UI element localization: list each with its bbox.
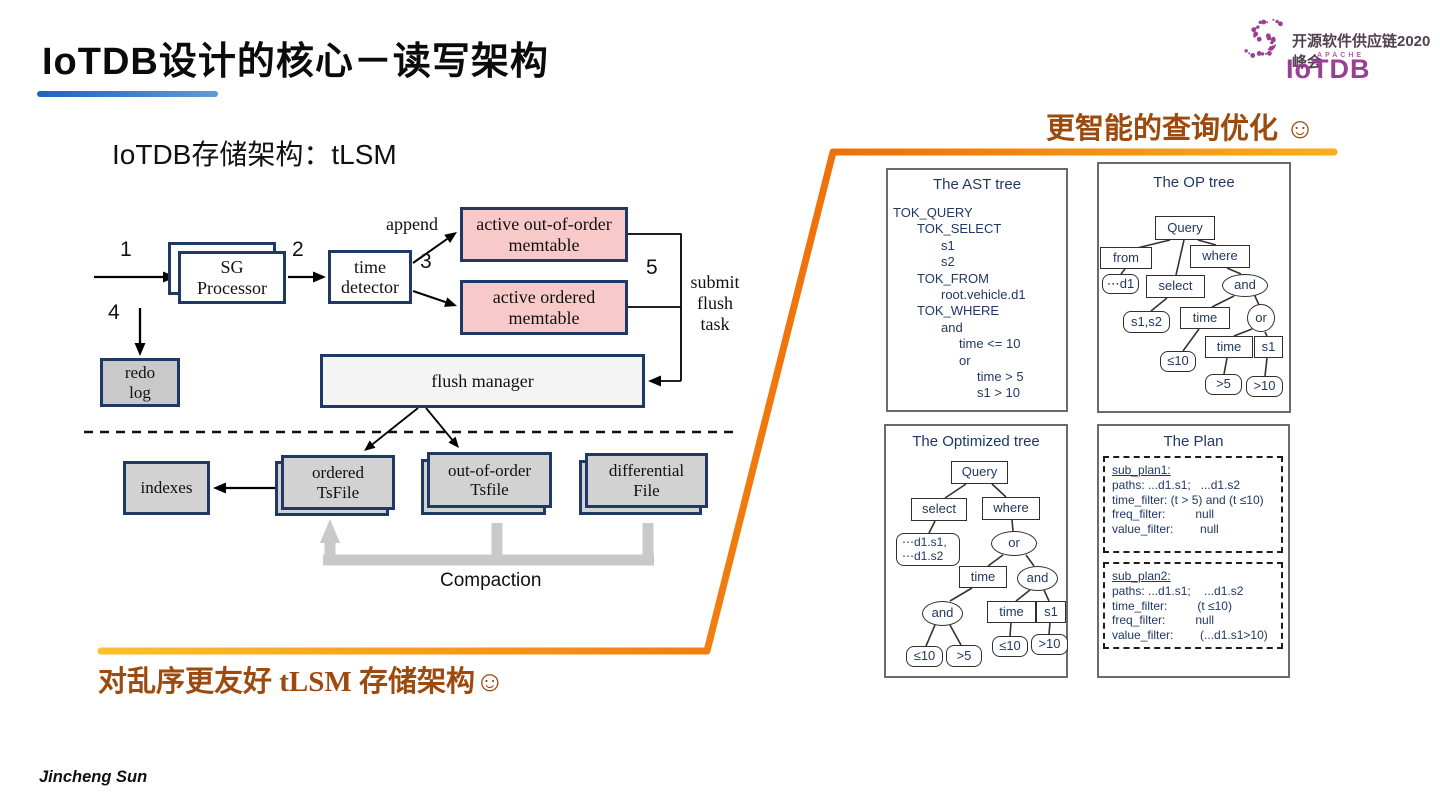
ast-line-3: s2: [941, 254, 955, 270]
submit-flush-task-label: submit flush task: [690, 272, 740, 335]
optimized-panel-title: The Optimized tree: [912, 433, 1040, 450]
ast-line-1: TOK_SELECT: [917, 221, 1002, 237]
sub-plan-1-line-0: sub_plan1:: [1112, 463, 1171, 477]
active-ordered-memtable: active ordered memtable: [460, 280, 628, 335]
opt-le10-right: ≤10: [992, 636, 1028, 657]
step-1: 1: [120, 238, 132, 261]
active-out-of-order-memtable: active out-of-order memtable: [460, 207, 628, 262]
out-of-order-tsfile: out-of-order Tsfile: [427, 452, 552, 508]
opt-where: where: [982, 497, 1040, 520]
op-gt5: >5: [1205, 374, 1242, 395]
ast-line-7: and: [941, 319, 963, 335]
iotdb-logo-text: IoTDB: [1286, 54, 1371, 84]
differential-file: differential File: [585, 453, 708, 508]
sub-plan-2-line-1: paths: ...d1.s1; ...d1.s2: [1112, 583, 1244, 598]
op-s1s2: s1,s2: [1123, 311, 1170, 333]
author-name: Jincheng Sun: [39, 768, 148, 786]
arrow-4-head: [134, 343, 146, 356]
step-3: 3: [420, 250, 432, 273]
opt-d1pair: ⋯d1.s1, ⋯d1.s2: [896, 533, 960, 566]
opt-and-left: and: [922, 601, 963, 626]
sub-plan-1-line-2: time_filter: (t > 5) and (t ≤10): [1112, 492, 1264, 507]
arrow-5-into-flush-head: [648, 375, 661, 387]
op-s1: s1: [1254, 336, 1283, 358]
opt-time2: time: [987, 601, 1036, 623]
ordered-tsfile: ordered TsFile: [281, 455, 395, 510]
op-gt10: >10: [1246, 376, 1283, 397]
sg-processor: SG Processor: [178, 251, 286, 304]
flush-manager: flush manager: [320, 354, 645, 408]
compaction-arrow-head: [319, 519, 341, 543]
sub-plan-2-line-2: time_filter: (t ≤10): [1112, 598, 1232, 613]
op-and: and: [1222, 274, 1268, 297]
ast-line-4: TOK_FROM: [917, 270, 989, 286]
ast-line-8: time <= 10: [959, 336, 1021, 352]
sub-plan-1-line-1: paths: ...d1.s1; ...d1.s2: [1112, 477, 1241, 492]
query-optimization-caption: 更智能的查询优化 ☺: [1046, 113, 1315, 145]
op-le10: ≤10: [1160, 351, 1196, 372]
storage-architecture-subtitle: IoTDB存储架构：tLSM: [112, 139, 397, 170]
ast-line-6: TOK_WHERE: [917, 303, 1000, 319]
arrow-flush-to-ordered: [372, 407, 419, 445]
sub-plan-2-line-4: value_filter: (...d1.s1>10): [1112, 628, 1268, 643]
append-label: append: [386, 214, 438, 234]
op-query: Query: [1155, 216, 1215, 240]
opt-select: select: [911, 498, 967, 521]
step-4: 4: [108, 301, 120, 324]
ast-line-0: TOK_QUERY: [893, 205, 973, 220]
arrow-tsfile-to-indexes-head: [213, 482, 226, 494]
opt-and-right: and: [1017, 566, 1058, 591]
ast-line-2: s1: [941, 237, 955, 253]
iotdb-starburst-icon: [1244, 18, 1283, 58]
op-select: select: [1146, 275, 1205, 298]
summit-logo-text: 开源软件供应链2020峰会: [1292, 33, 1431, 71]
indexes: indexes: [123, 461, 210, 515]
ast-line-9: or: [959, 352, 971, 368]
opt-gt10: >10: [1031, 634, 1068, 655]
opt-time: time: [959, 566, 1007, 588]
page-title: IoTDB设计的核心－读写架构: [42, 41, 549, 83]
op-from: from: [1100, 247, 1152, 269]
opt-or: or: [991, 531, 1037, 556]
arrow-flush-to-ordered-head: [364, 440, 376, 451]
op-time: time: [1180, 307, 1230, 329]
opt-query: Query: [951, 461, 1008, 484]
sub-plan-1-line-3: freq_filter: null: [1112, 507, 1215, 522]
op-where: where: [1190, 245, 1250, 268]
arrow-3-head: [444, 297, 457, 307]
arrow-2-head: [313, 271, 326, 283]
opt-s1: s1: [1036, 601, 1066, 623]
compaction-label: Compaction: [440, 570, 542, 591]
arrow-append-head: [444, 232, 457, 244]
apache-label: APACHE: [1317, 52, 1365, 59]
sub-plan-2-line-0: sub_plan2:: [1112, 569, 1171, 583]
title-underline: [37, 91, 218, 97]
op-or: or: [1247, 304, 1275, 332]
summit-logo: 开源软件供应链2020峰会 APACHE IoTDB: [1240, 10, 1435, 88]
arrow-flush-to-ooo-head: [448, 436, 459, 448]
step-2: 2: [292, 238, 304, 261]
arrow-flush-to-ooo: [425, 407, 453, 441]
redo-log: redo log: [100, 358, 180, 407]
sub-plan-1-line-4: value_filter: null: [1112, 522, 1219, 537]
plan-panel-title: The Plan: [1163, 433, 1224, 450]
time-detector: time detector: [328, 250, 412, 304]
sub-plan-2-line-3: freq_filter: null: [1112, 613, 1215, 628]
ast-line-5: root.vehicle.d1: [941, 287, 1026, 302]
ast-line-11: s1 > 10: [977, 385, 1021, 401]
op-time2: time: [1205, 336, 1253, 358]
op-panel-title: The OP tree: [1153, 174, 1235, 191]
opt-gt5: >5: [946, 645, 982, 667]
step-5: 5: [646, 256, 658, 279]
arrow-3: [412, 290, 446, 304]
tlsm-caption: 对乱序更友好 tLSM 存储架构☺: [98, 666, 505, 698]
op-d1: ⋯d1: [1102, 274, 1139, 294]
ast-line-10: time > 5: [977, 369, 1024, 384]
opt-le10-left: ≤10: [906, 646, 943, 667]
ast-panel-title: The AST tree: [932, 176, 1022, 193]
